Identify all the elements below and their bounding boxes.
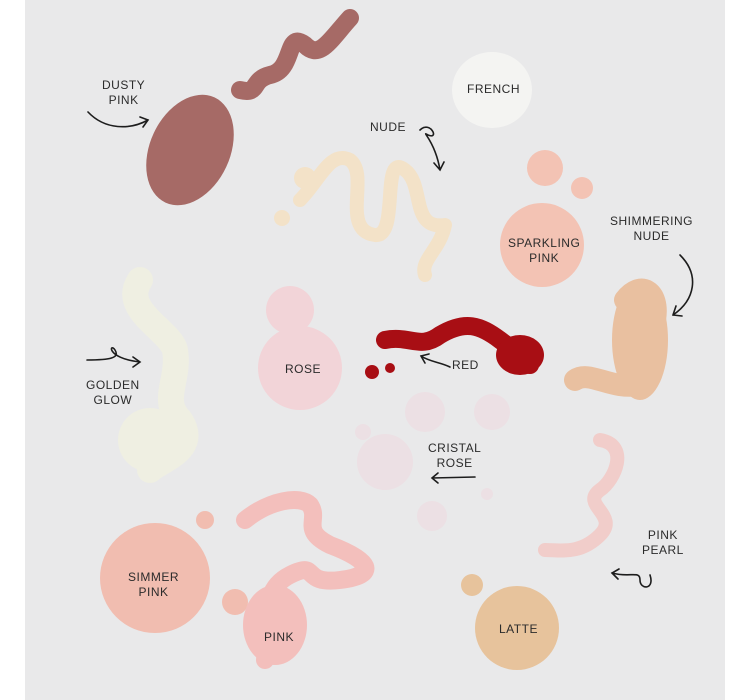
label-golden-glow: GOLDEN GLOW [86,378,140,407]
swatch-sparkling-pink-drop [571,177,593,199]
label-french: FRENCH [467,82,520,96]
swatch-cristal-rose [357,434,413,490]
swatch-rose [258,326,342,410]
swatch-dusty-pink-pool [146,94,234,206]
swatch-cristal-rose-drop [405,392,445,432]
label-red: RED [452,358,479,372]
swatch-rose-top [266,286,314,334]
label-cristal-rose: CRISTAL ROSE [428,441,482,470]
swatch-simmer-pink [100,523,210,633]
swatch-french [452,52,532,128]
arrow-icon [419,353,451,368]
label-dusty-pink: DUSTY PINK [102,78,146,107]
swatch-pink-pool [243,585,307,665]
swatch-sparkling-pink [500,203,584,287]
swatch-sparkling-pink-drop [527,150,563,186]
arrow-icon [87,111,150,128]
swatch-red-drop [365,365,379,379]
label-pink-pearl: PINK PEARL [642,528,684,557]
label-rose: ROSE [285,362,322,376]
swatch-simmer-pink-drop [196,511,214,529]
swatch-shimmering-nude-pool [612,280,668,400]
arrow-icon [671,254,694,317]
swatch-nude-drop [274,210,290,226]
swatch-pink-pearl [538,433,625,558]
label-latte: LATTE [499,622,538,636]
label-shimmering-nude: SHIMMERING NUDE [610,214,693,243]
arrow-icon [430,472,476,484]
swatch-cristal-rose-drop [417,501,447,531]
swatch-cristal-rose-drop [481,488,493,500]
arrow-icon [419,126,445,172]
swatch-pink [236,491,375,669]
label-simmer-pink: SIMMER PINK [128,570,179,599]
label-nude: NUDE [370,120,407,134]
swatch-nude [293,151,452,282]
label-pink: PINK [264,630,295,644]
swatch-cristal-rose-drop [474,394,510,430]
swatch-cristal-rose-drop [355,424,371,440]
swatch-golden-glow-pool [118,408,182,472]
swatch-red-pool [496,335,544,375]
swatch-simmer-pink-drop [222,589,248,615]
swatch-red-drop [385,363,395,373]
arrow-icon [86,347,142,368]
swatch-dusty-pink [231,9,359,100]
swatch-nude-drop [294,167,316,189]
swatch-latte [475,586,559,670]
label-sparkling-pink: SPARKLING PINK [508,236,581,265]
arrow-icon [610,568,652,588]
swatch-latte-drop [461,574,483,596]
